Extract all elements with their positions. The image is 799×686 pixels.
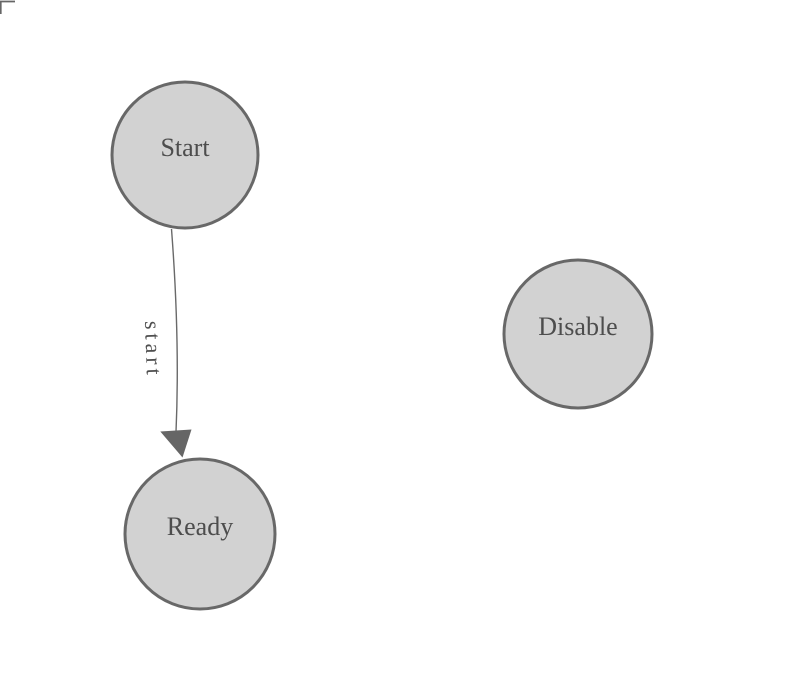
state-node-start[interactable]: Start <box>110 80 260 230</box>
state-label-disable: Disable <box>538 312 617 341</box>
state-node-disable[interactable]: Disable <box>502 258 654 410</box>
state-label-ready: Ready <box>167 512 233 541</box>
transition-path[interactable] <box>170 228 178 433</box>
transition-start-to-ready[interactable]: start <box>140 228 192 458</box>
state-label-start: Start <box>160 133 210 162</box>
canvas-corner-mark <box>0 0 15 14</box>
arrowhead-icon <box>160 429 192 458</box>
state-node-ready[interactable]: Ready <box>123 457 277 611</box>
state-circle-disable[interactable] <box>502 258 654 410</box>
transition-label[interactable]: start <box>140 320 167 379</box>
state-circle-start[interactable] <box>110 80 260 230</box>
state-circle-ready[interactable] <box>123 457 277 611</box>
